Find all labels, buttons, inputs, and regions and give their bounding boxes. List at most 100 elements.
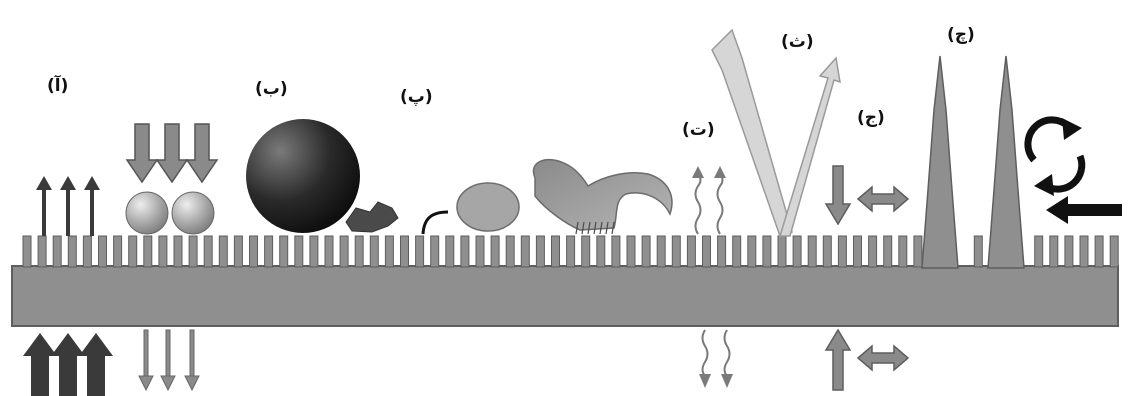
surface-tooth xyxy=(808,236,816,267)
surface-tooth xyxy=(53,236,61,267)
surface-tooth xyxy=(703,236,711,267)
wavy-down-arrows xyxy=(703,330,730,376)
surface-tooth xyxy=(536,236,544,267)
surface-tooth xyxy=(914,236,922,267)
surface-tooth xyxy=(552,236,560,267)
surface-tooth xyxy=(250,236,258,267)
label-ch: (چ) xyxy=(947,25,975,45)
label-t: (ت) xyxy=(682,120,715,140)
surface-tooth xyxy=(476,236,484,267)
label-p: (پ) xyxy=(400,87,433,107)
surface-tooth xyxy=(401,236,409,267)
big-up-arrows xyxy=(23,333,113,396)
tethered-ellipse xyxy=(457,183,519,231)
wavy-up-arrows xyxy=(696,174,723,234)
surface-tooth xyxy=(461,236,469,267)
large-dark-sphere xyxy=(246,119,360,233)
label-j: (ج) xyxy=(857,108,885,128)
surface-tooth xyxy=(1065,236,1073,267)
surface-tooth xyxy=(869,236,877,267)
surface-tooth xyxy=(295,236,303,267)
tether-line xyxy=(423,212,448,234)
surface-tooth xyxy=(974,236,982,267)
surface-tooth xyxy=(854,236,862,267)
surface-tooth xyxy=(506,236,514,267)
surface-tooth xyxy=(687,236,695,267)
surface-tooth xyxy=(823,236,831,267)
surface-tooth xyxy=(899,236,907,267)
surface-tooth xyxy=(129,236,137,267)
surface-tooth xyxy=(838,236,846,267)
surface-tooth xyxy=(325,236,333,267)
spike xyxy=(988,56,1024,268)
surface-tooth xyxy=(234,236,242,267)
surface-tooth xyxy=(385,236,393,267)
surface-tooth xyxy=(114,236,122,267)
surface-tooth xyxy=(68,236,76,267)
surface-tooth xyxy=(763,236,771,267)
up-arrow-bottom xyxy=(826,330,850,390)
surface-tooth xyxy=(884,236,892,267)
surface-tooth xyxy=(612,236,620,267)
surface-tooth xyxy=(1110,236,1118,267)
surface-tooth xyxy=(340,236,348,267)
surface-tooth xyxy=(1080,236,1088,267)
surface-tooth xyxy=(355,236,363,267)
surface-tooth xyxy=(99,236,107,267)
label-b: (ب) xyxy=(255,79,288,99)
wavy-down-arrowheads xyxy=(699,374,733,388)
surface-tooth xyxy=(657,236,665,267)
surface-tooth xyxy=(416,236,424,267)
surface-tooth xyxy=(280,236,288,267)
surface-tooth xyxy=(582,236,590,267)
left-arrow-icon xyxy=(1046,196,1122,224)
surface-tooth xyxy=(642,236,650,267)
label-th: (ث) xyxy=(781,32,814,52)
surface-tooth xyxy=(431,236,439,267)
surface-tooth xyxy=(491,236,499,267)
surface-tooth xyxy=(38,236,46,267)
surface-tooth xyxy=(733,236,741,267)
incoming-arrows-a xyxy=(127,124,217,182)
spike xyxy=(922,56,958,268)
grasping-shape xyxy=(533,160,671,230)
surface-tooth xyxy=(189,236,197,267)
surface-tooth xyxy=(778,236,786,267)
label-a: (آ) xyxy=(47,76,68,96)
substrate-slab xyxy=(12,266,1118,326)
surface-tooth xyxy=(748,236,756,267)
surface-tooth xyxy=(793,236,801,267)
surface-tooth xyxy=(83,236,91,267)
wavy-up-arrowheads xyxy=(692,166,726,178)
double-arrow-top xyxy=(858,187,908,211)
down-arrow-top xyxy=(826,166,850,224)
surface-tooth xyxy=(23,236,31,267)
small-up-arrows xyxy=(36,176,100,236)
small-sphere xyxy=(172,192,214,234)
surface-tooth xyxy=(627,236,635,267)
small-down-arrows xyxy=(139,330,199,390)
small-sphere xyxy=(126,192,168,234)
surface-tooth xyxy=(144,236,152,267)
surface-tooth xyxy=(672,236,680,267)
surface-tooth xyxy=(597,236,605,267)
surface-tooth xyxy=(446,236,454,267)
surface-tooth xyxy=(265,236,273,267)
surface-tooth xyxy=(174,236,182,267)
double-arrow-bottom xyxy=(858,346,908,370)
surface-tooth xyxy=(204,236,212,267)
surface-tooth xyxy=(310,236,318,267)
incident-beam xyxy=(712,30,792,236)
surface-tooth xyxy=(567,236,575,267)
surface-tooth xyxy=(1095,236,1103,267)
surface-tooth xyxy=(219,236,227,267)
surface-tooth xyxy=(521,236,529,267)
surface-tooth xyxy=(159,236,167,267)
surface-tooth xyxy=(1050,236,1058,267)
surface-tooth xyxy=(718,236,726,267)
small-fragment xyxy=(346,202,398,232)
surface-tooth xyxy=(370,236,378,267)
surface-tooth xyxy=(1035,236,1043,267)
